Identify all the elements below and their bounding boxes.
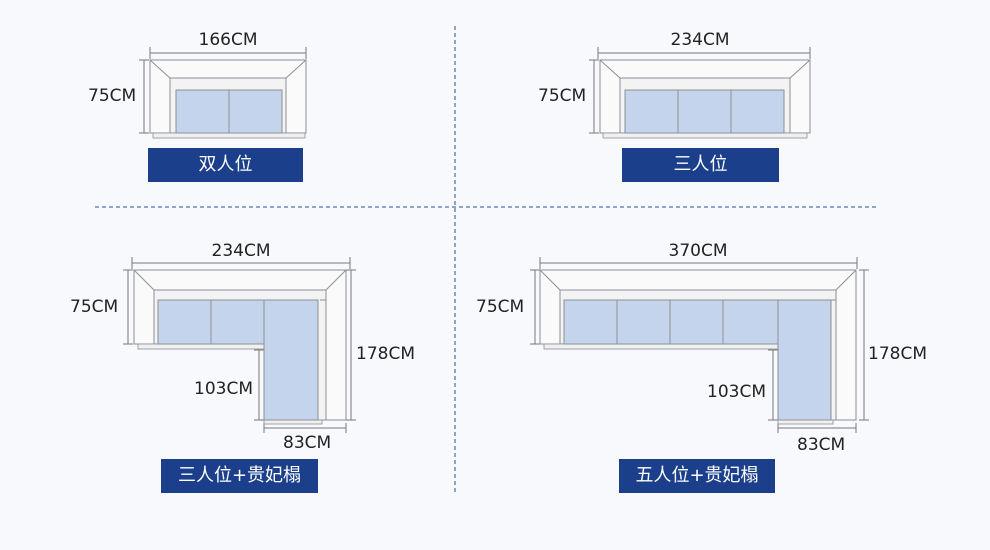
panel-five-seater-chaise: 370CM 75CM 178CM 103CM 83CM: [476, 241, 927, 455]
inner-length-label: 103CM: [194, 379, 253, 399]
seat-cushion: [210, 299, 265, 345]
label-banner-three-seater-chaise: 三人位+贵妃榻: [161, 459, 318, 493]
length-dimension-line: [346, 269, 356, 421]
seat-cushion: [175, 89, 230, 134]
chaise-width-dimension-line: [777, 423, 857, 433]
inner-length-dimension-line: [768, 349, 778, 421]
seat-cushion: [228, 89, 283, 134]
chaise-cushion: [777, 299, 832, 421]
width-label: 234CM: [671, 30, 730, 50]
depth-dimension-line: [530, 269, 540, 345]
depth-label: 75CM: [70, 297, 118, 317]
inner-length-dimension-line: [254, 349, 264, 421]
seat-cushion: [677, 89, 732, 134]
seat-cushion: [157, 299, 212, 345]
panel-three-seater-chaise: 234CM 75CM 178CM 103CM 83CM: [70, 241, 415, 453]
seat-cushion: [624, 89, 679, 134]
length-dimension-line: [859, 269, 869, 421]
label-banner-loveseat: 双人位: [148, 148, 303, 182]
seat-cushion: [563, 299, 618, 345]
seat-cushion: [722, 299, 779, 345]
label-banner-five-seater-chaise: 五人位+贵妃榻: [619, 459, 775, 493]
depth-label: 75CM: [538, 86, 586, 106]
width-dimension-line: [149, 47, 307, 59]
sofa-top-view: [539, 269, 857, 425]
width-label: 234CM: [212, 241, 271, 261]
depth-label: 75CM: [476, 297, 524, 317]
width-dimension-line: [131, 257, 351, 269]
panel-three-seater: 234CM 75CM: [538, 30, 811, 139]
sofa-top-view: [149, 59, 307, 139]
label-banner-three-seater: 三人位: [622, 148, 779, 182]
seat-cushion: [730, 89, 785, 134]
inner-length-label: 103CM: [707, 382, 766, 402]
chaise-width-label: 83CM: [283, 433, 331, 453]
seat-cushion: [616, 299, 671, 345]
sofa-top-view: [599, 59, 811, 139]
chaise-width-label: 83CM: [797, 435, 845, 455]
width-dimension-line: [539, 257, 858, 269]
depth-dimension-line: [123, 269, 133, 345]
panel-loveseat: 166CM 75CM: [88, 30, 307, 139]
sofa-top-view: [133, 269, 347, 425]
width-label: 166CM: [199, 30, 258, 50]
width-label: 370CM: [669, 241, 728, 261]
depth-label: 75CM: [88, 86, 136, 106]
seat-cushion: [669, 299, 724, 345]
depth-dimension-line: [589, 59, 599, 134]
chaise-width-dimension-line: [263, 423, 347, 433]
width-dimension-line: [597, 47, 811, 59]
depth-dimension-line: [139, 59, 149, 134]
length-label: 178CM: [356, 344, 415, 364]
chaise-cushion: [263, 299, 319, 421]
length-label: 178CM: [868, 344, 927, 364]
